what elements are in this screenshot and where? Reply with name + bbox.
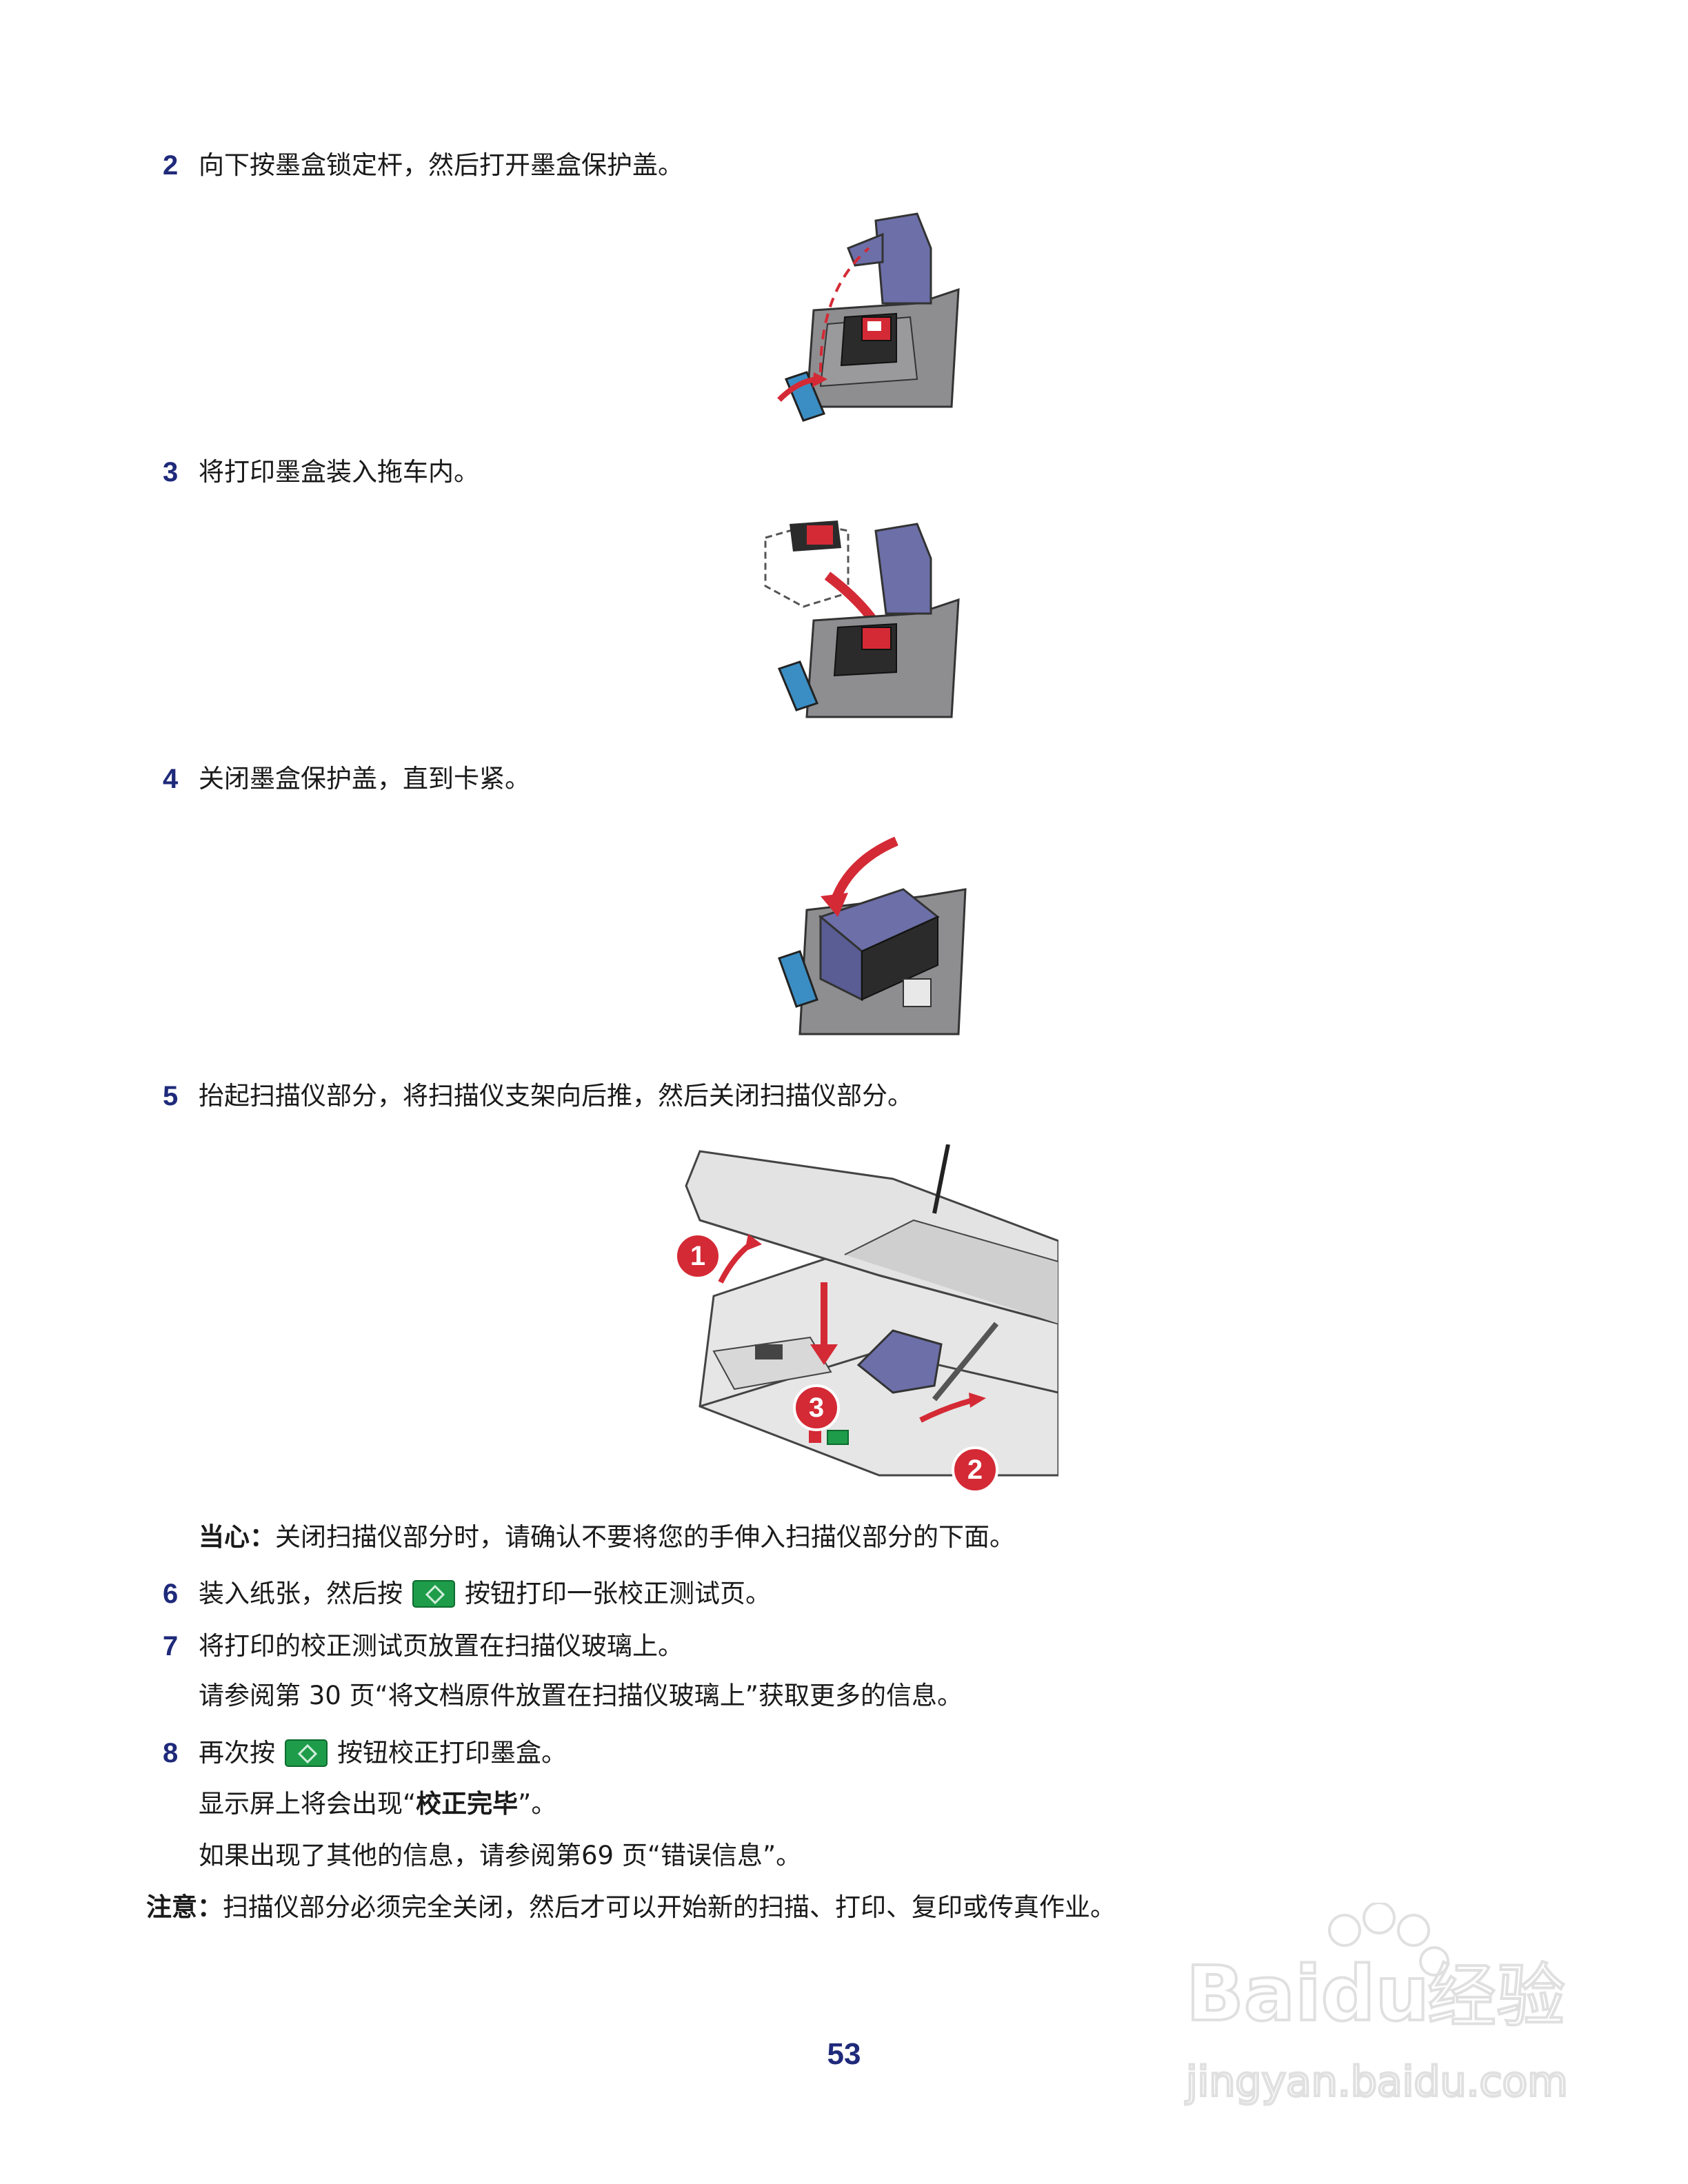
caution-label: 当心： [199,1522,275,1552]
step-number: 4 [163,764,179,794]
step-6: 6 装入纸张，然后按 按钮打印一张校正测试页。 [163,1577,771,1611]
step-3: 3 将打印墨盒装入拖车内。 [163,455,479,489]
step-7: 7 将打印的校正测试页放置在扫描仪玻璃上。 [163,1629,683,1664]
callout-2: 2 [952,1446,998,1493]
insert-cartridge-figure [764,520,960,718]
step-number: 5 [163,1081,179,1111]
step-text-before: 装入纸张，然后按 [199,1579,403,1608]
open-cartridge-lid-figure [777,212,960,422]
step-text: 向下按墨盒锁定杆，然后打开墨盒保护盖。 [199,150,683,180]
caution-text: 关闭扫描仪部分时，请确认不要将您的手伸入扫描仪部分的下面。 [275,1522,1015,1552]
step-text-after: 按钮打印一张校正测试页。 [465,1579,771,1608]
step-text: 将打印的校正测试页放置在扫描仪玻璃上。 [199,1631,683,1661]
step-8-reference: 如果出现了其他的信息，请参阅第69 页“错误信息”。 [199,1841,802,1870]
step-number: 6 [163,1579,179,1609]
note: 注意：扫描仪部分必须完全关闭，然后才可以开始新的扫描、打印、复印或传真作业。 [146,1890,1116,1925]
step-4: 4 关闭墨盒保护盖，直到卡紧。 [163,762,530,796]
step-number: 2 [163,150,179,181]
watermark-url: jingyan.baidu.com [1185,2058,1568,2106]
step-text-after: 按钮校正打印墨盒。 [337,1738,567,1768]
step-8-display-message: 显示屏上将会出现“校正完毕”。 [199,1787,556,1821]
start-button-icon [285,1739,328,1767]
step-text: 抬起扫描仪部分，将扫描仪支架向后推，然后关闭扫描仪部分。 [199,1081,913,1111]
step-number: 8 [163,1738,179,1768]
callout-1: 1 [674,1233,721,1280]
step-number: 3 [163,457,179,487]
watermark-brand: Baidu [1186,1950,1429,2038]
caution: 当心：关闭扫描仪部分时，请确认不要将您的手伸入扫描仪部分的下面。 [199,1520,1015,1555]
step-8: 8 再次按 按钮校正打印墨盒。 [163,1736,567,1770]
step-text-before: 再次按 [199,1738,275,1768]
close-cartridge-lid-figure [778,836,967,1035]
step-number: 7 [163,1631,179,1661]
callout-3: 3 [793,1384,840,1431]
step-7-reference: 请参阅第 30 页“将文档原件放置在扫描仪玻璃上”获取更多的信息。 [199,1681,963,1710]
display-message: 校正完毕 [416,1789,519,1819]
step-5: 5 抬起扫描仪部分，将扫描仪支架向后推，然后关闭扫描仪部分。 [163,1079,913,1113]
baidu-jingyan-watermark: Baidu 经验 jingyan.baidu.com [1183,1903,1569,2107]
start-button-icon [412,1580,455,1608]
display-text-after: ”。 [518,1789,557,1819]
note-text: 扫描仪部分必须完全关闭，然后才可以开始新的扫描、打印、复印或传真作业。 [223,1892,1116,1922]
display-text-before: 显示屏上将会出现“ [199,1789,416,1819]
note-label: 注意： [146,1892,223,1922]
watermark-cn: 经验 [1427,1956,1565,2036]
step-text: 将打印墨盒装入拖车内。 [199,457,479,487]
page-number: 53 [827,2037,861,2071]
scanner-unit-figure [685,1144,1058,1477]
step-text: 关闭墨盒保护盖，直到卡紧。 [199,764,530,793]
step-2: 2 向下按墨盒锁定杆，然后打开墨盒保护盖。 [163,148,683,183]
